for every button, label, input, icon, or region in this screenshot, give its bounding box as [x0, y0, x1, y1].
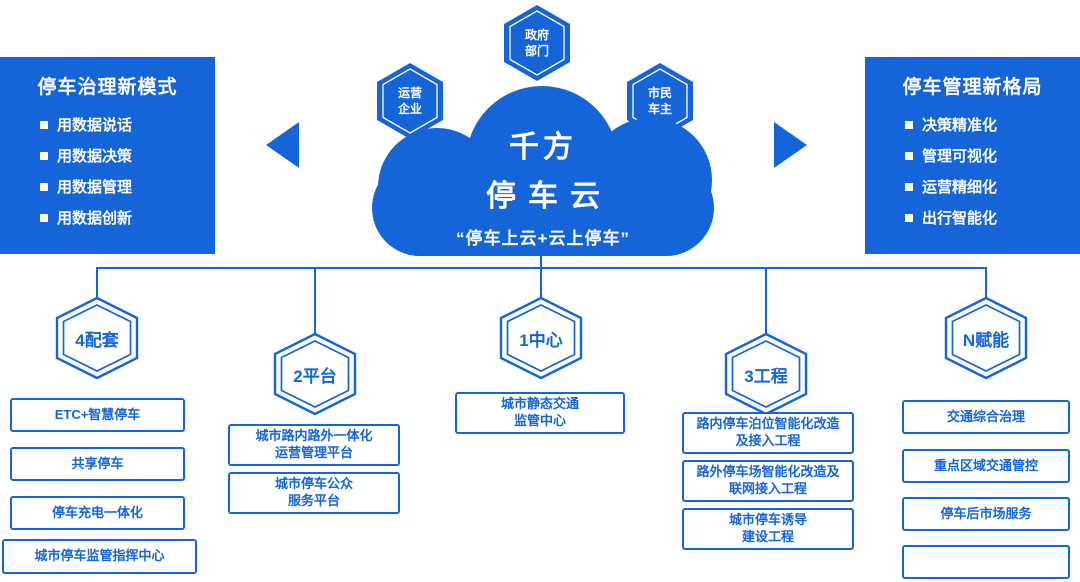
cloud-base	[372, 160, 714, 256]
item-box: 城市停车监管指挥中心	[2, 539, 197, 574]
panel-item-label: 用数据决策	[57, 148, 133, 165]
panel-item: 管理可视化	[865, 140, 1080, 171]
square-bullet-icon	[905, 182, 913, 191]
branch-label: 2平台	[293, 366, 337, 386]
square-bullet-icon	[905, 151, 913, 160]
hexagon-shape	[377, 63, 443, 139]
panel-item: 出行智能化	[865, 202, 1080, 233]
item-box: 停车后市场服务	[902, 497, 1070, 531]
hexagon-shape	[944, 296, 1028, 380]
square-bullet-icon	[905, 213, 913, 222]
branch-hexagon-4-supporting: 4配套	[53, 296, 141, 380]
right-panel-title: 停车管理新格局	[902, 77, 1043, 98]
panel-item-label: 用数据管理	[57, 179, 133, 196]
panel-item: 用数据创新	[0, 202, 215, 233]
item-box: 停车充电一体化	[10, 496, 185, 530]
cloud-text: 千方 停车云 “停车上云+云上停车”	[372, 122, 714, 249]
cloud-shape: 千方 停车云 “停车上云+云上停车”	[372, 86, 714, 256]
item-box: 城市静态交通 监管中心	[455, 392, 625, 434]
panel-item-label: 出行智能化	[922, 210, 998, 227]
left-panel-items: 用数据说话 用数据决策 用数据管理 用数据创新	[0, 109, 215, 233]
connector-line	[985, 267, 987, 297]
branch-hexagon-1-center: 1中心	[497, 296, 585, 380]
hexagon-shape	[499, 296, 583, 380]
connector-line	[540, 267, 542, 297]
panel-item: 用数据管理	[0, 171, 215, 202]
branch-label: 4配套	[75, 330, 119, 350]
stakeholder-label: 市民 车主	[647, 85, 672, 116]
connector-line	[314, 267, 316, 333]
left-arrow-icon	[266, 122, 299, 168]
item-box	[902, 545, 1070, 579]
square-bullet-icon	[40, 151, 48, 160]
panel-item-label: 用数据说话	[57, 117, 133, 134]
right-arrow-icon	[774, 122, 807, 168]
panel-item: 决策精准化	[865, 109, 1080, 140]
square-bullet-icon	[40, 120, 48, 129]
item-box: 城市停车公众 服务平台	[228, 472, 400, 514]
panel-item: 用数据说话	[0, 109, 215, 140]
hexagon-shape	[273, 332, 357, 416]
stakeholder-hexagon-operators: 运营 企业	[375, 62, 445, 140]
panel-item-label: 用数据创新	[57, 210, 133, 227]
hexagon-shape	[504, 5, 570, 81]
left-panel: 停车治理新模式 用数据说话 用数据决策 用数据管理 用数据创新	[0, 57, 215, 254]
connector-line	[765, 267, 767, 333]
cloud-title-line1: 千方	[509, 131, 577, 164]
stakeholder-label: 运营 企业	[397, 85, 422, 116]
item-box: 路内停车泊位智能化改造 及接入工程	[682, 412, 854, 454]
branch-label: 3工程	[744, 366, 788, 386]
cloud-subtitle: “停车上云+云上停车”	[456, 229, 630, 248]
panel-item: 用数据决策	[0, 140, 215, 171]
connector-line	[540, 254, 542, 268]
item-box: 城市停车诱导 建设工程	[682, 508, 854, 550]
branch-hexagon-2-platforms: 2平台	[271, 332, 359, 416]
left-panel-title: 停车治理新模式	[37, 77, 178, 98]
hexagon-shape	[55, 296, 139, 380]
stakeholder-label: 政府 部门	[524, 27, 549, 58]
item-box: 路外停车场智能化改造及 联网接入工程	[682, 460, 854, 502]
panel-item-label: 决策精准化	[922, 117, 998, 134]
item-box: 城市路内路外一体化 运营管理平台	[228, 424, 400, 466]
item-box: 交通综合治理	[902, 400, 1070, 434]
cloud-title-line2: 停车云	[486, 180, 612, 213]
branch-label: 1中心	[519, 330, 563, 350]
panel-item-label: 管理可视化	[922, 148, 998, 165]
stakeholder-hexagon-government: 政府 部门	[502, 4, 572, 82]
branch-label: N赋能	[962, 330, 1010, 350]
connector-line	[96, 267, 98, 297]
panel-item: 运营精细化	[865, 171, 1080, 202]
branch-hexagon-3-projects: 3工程	[722, 332, 810, 416]
square-bullet-icon	[905, 120, 913, 129]
square-bullet-icon	[40, 182, 48, 191]
square-bullet-icon	[40, 213, 48, 222]
right-panel-items: 决策精准化 管理可视化 运营精细化 出行智能化	[865, 109, 1080, 233]
panel-item-label: 运营精细化	[922, 179, 998, 196]
item-box: 共享停车	[10, 447, 185, 481]
item-box: 重点区域交通管控	[902, 449, 1070, 483]
branch-hexagon-n-empowerment: N赋能	[942, 296, 1030, 380]
right-panel: 停车管理新格局 决策精准化 管理可视化 运营精细化 出行智能化	[865, 57, 1080, 254]
item-box: ETC+智慧停车	[10, 398, 185, 432]
